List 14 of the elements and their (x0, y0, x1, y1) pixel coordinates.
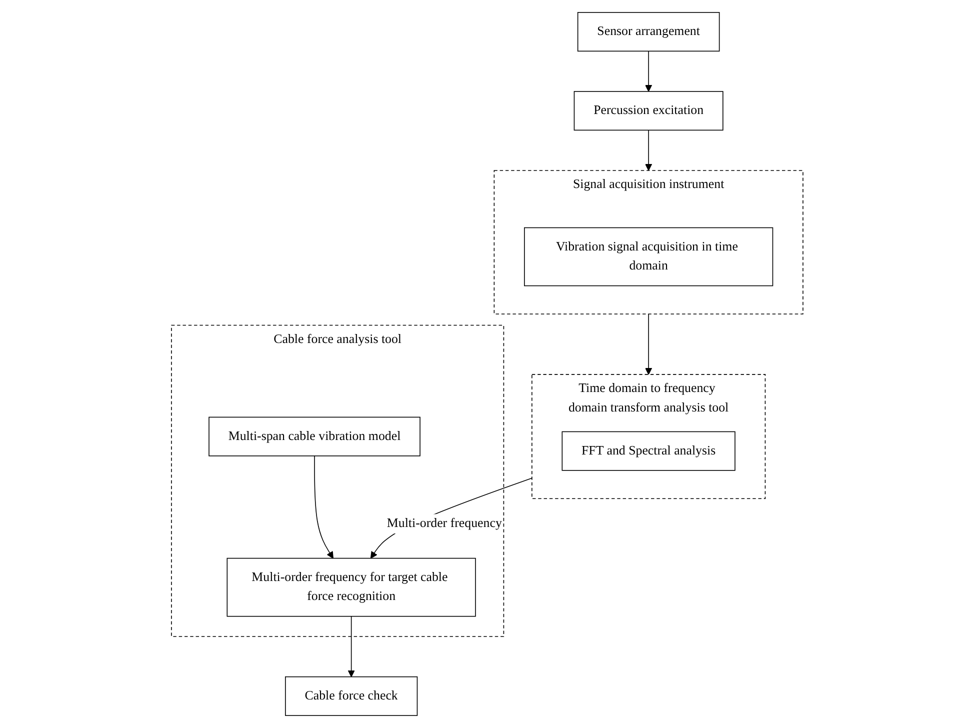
node-box: Sensor arrangement (578, 12, 720, 52)
node-box: Vibration signal acquisition in time domain (524, 227, 774, 286)
node-box: Multi-order frequency for target cable force recognition (227, 558, 476, 617)
node-box: Multi-span cable vibration model (208, 416, 421, 456)
arrow (370, 478, 533, 559)
arrow (348, 616, 356, 678)
node-box: FFT and Spectral analysis (562, 431, 736, 471)
edge-label: Multi-order frequency (387, 516, 502, 530)
arrow (645, 314, 652, 375)
arrow (645, 50, 652, 92)
arrow (645, 130, 652, 171)
node-box: Percussion excitation (574, 91, 724, 131)
node-box: Cable force check (285, 676, 418, 716)
arrow (314, 456, 334, 559)
